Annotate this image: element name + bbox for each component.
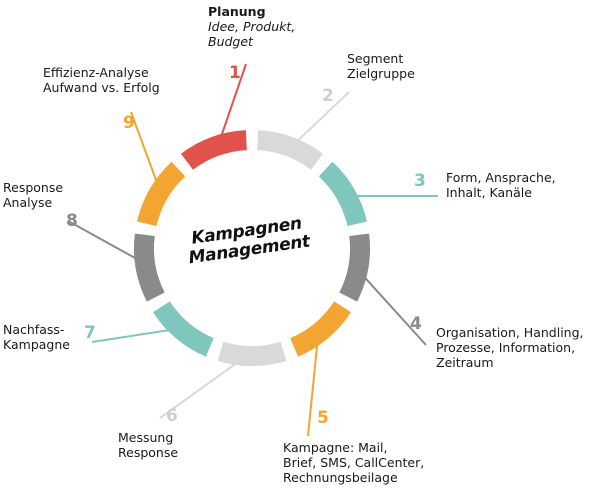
step-1-label: Planung Idee, Produkt, Budget — [208, 4, 295, 49]
step-4-line1: Organisation, Handling, — [436, 325, 584, 340]
ring-segment-3 — [318, 161, 367, 226]
step-2-line1: Segment — [347, 51, 404, 66]
step-1-number: 1 — [229, 63, 241, 83]
step-1-line2: Idee, Produkt, — [208, 19, 296, 34]
step-3-number: 3 — [414, 171, 426, 191]
step-8-number: 8 — [66, 211, 78, 231]
step-1-line1: Planung — [208, 4, 266, 19]
step-7-label: Nachfass- Kampagne — [3, 322, 70, 352]
step-8-label: Response Analyse — [3, 180, 63, 210]
step-3-label: Form, Ansprache, Inhalt, Kanäle — [446, 170, 556, 200]
step-1-line3: Budget — [208, 34, 253, 49]
step-4-line2: Prozesse, Information, — [436, 340, 576, 355]
ring-segment-2 — [257, 130, 324, 170]
step-9-line1: Effizienz-Analyse — [43, 65, 149, 80]
ring-segment-8 — [134, 233, 165, 302]
ring-segment-7 — [153, 301, 214, 357]
step-4-label: Organisation, Handling, Prozesse, Inform… — [436, 325, 584, 370]
step-9-label: Effizienz-Analyse Aufwand vs. Erfolg — [43, 65, 160, 95]
leader-line-1 — [215, 63, 247, 151]
step-5-label: Kampagne: Mail, Brief, SMS, CallCenter, … — [283, 440, 424, 485]
step-6-line2: Response — [118, 445, 179, 460]
step-2-number: 2 — [322, 86, 334, 106]
leader-line-8 — [69, 221, 151, 267]
step-3-line2: Inhalt, Kanäle — [446, 185, 532, 200]
step-5-number: 5 — [317, 408, 329, 428]
step-5-line3: Rechnungsbeilage — [283, 470, 398, 485]
step-7-line2: Kampagne — [3, 337, 70, 352]
leader-line-5 — [307, 327, 320, 437]
ring-segment-1 — [180, 130, 247, 170]
step-6-number: 6 — [166, 406, 178, 426]
step-6-label: Messung Response — [118, 430, 178, 460]
leader-line-4 — [353, 265, 427, 346]
step-6-line1: Messung — [118, 430, 174, 445]
ring-segment-6 — [217, 341, 287, 366]
step-3-line1: Form, Ansprache, — [446, 170, 556, 185]
step-7-number: 7 — [84, 323, 96, 343]
step-8-line1: Response — [3, 180, 64, 195]
ring-segment-5 — [290, 301, 351, 357]
leader-line-7 — [91, 326, 186, 343]
step-7-line1: Nachfass- — [3, 322, 65, 337]
step-4-line3: Zeitraum — [436, 355, 494, 370]
step-5-line1: Kampagne: Mail, — [283, 440, 388, 455]
leader-line-9 — [130, 111, 163, 197]
step-4-number: 4 — [410, 314, 422, 334]
step-9-number: 9 — [123, 113, 135, 133]
leader-line-2 — [286, 91, 350, 151]
leader-line-6 — [159, 351, 253, 419]
step-2-line2: Zielgruppe — [347, 66, 415, 81]
step-8-line2: Analyse — [3, 195, 53, 210]
step-9-line2: Aufwand vs. Erfolg — [43, 80, 160, 95]
step-5-line2: Brief, SMS, CallCenter, — [283, 455, 425, 470]
step-2-label: Segment Zielgruppe — [347, 51, 415, 81]
